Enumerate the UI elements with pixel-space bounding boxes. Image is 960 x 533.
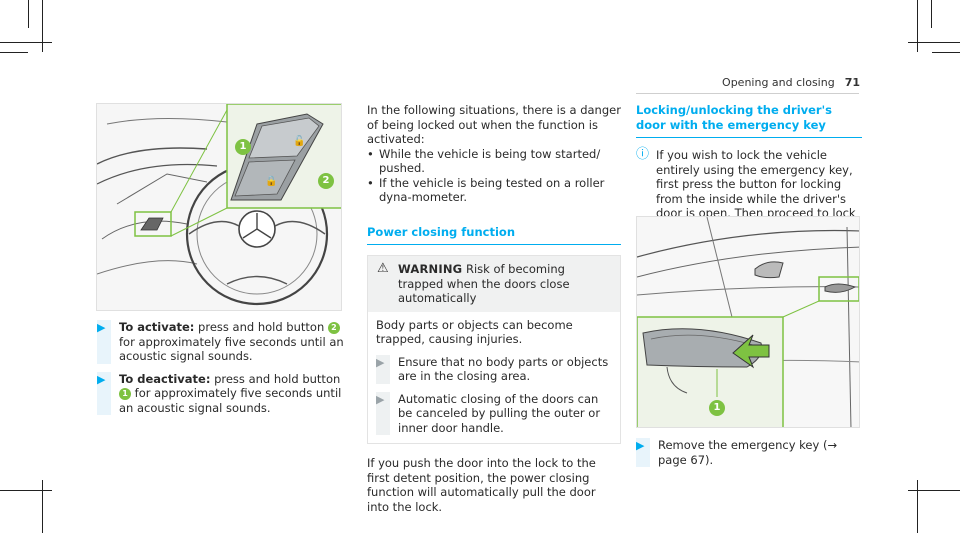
crop-mark xyxy=(0,490,52,491)
step-bar: ▶ xyxy=(636,438,650,467)
step-arrow-icon: ▶ xyxy=(376,392,385,406)
step-deactivate: ▶ To deactivate: press and hold button 1… xyxy=(97,371,347,416)
warning-label: WARNING xyxy=(398,262,463,276)
step-activate: ▶ To activate: press and hold button 2 f… xyxy=(97,320,347,364)
button-number-badge: 1 xyxy=(119,388,131,400)
crop-mark xyxy=(917,480,918,533)
warning-step: ▶ Automatic closing of the doors can be … xyxy=(376,391,612,435)
step-label: To activate: xyxy=(119,320,195,334)
right-step: ▶ Remove the emergency key (→ page 67). xyxy=(636,438,862,467)
svg-text:🔓: 🔓 xyxy=(293,134,305,147)
right-column: Locking/unlocking the driver's door with… xyxy=(636,103,862,250)
step-text-before: press and hold button xyxy=(214,371,341,386)
intro-paragraph: In the following situations, there is a … xyxy=(367,103,621,146)
step-text-after: for approximately five seconds until an … xyxy=(119,334,344,364)
warning-body-text: Body parts or objects can become trapped… xyxy=(376,317,573,347)
crop-mark xyxy=(932,52,960,53)
step-arrow-icon: ▶ xyxy=(97,372,106,386)
step-arrow-icon: ▶ xyxy=(376,355,385,369)
crop-mark xyxy=(931,0,932,28)
crop-mark xyxy=(917,0,918,52)
warning-step: ▶ Ensure that no body parts or objects a… xyxy=(376,354,612,384)
step-arrow-icon: ▶ xyxy=(97,321,106,334)
figure-door-handle-emergency-key: 1 xyxy=(636,216,860,428)
crop-mark xyxy=(0,42,52,43)
step-bar: ▶ xyxy=(376,354,390,384)
crop-mark xyxy=(42,0,43,52)
step-text[interactable]: Remove the emergency key (→ page 67). xyxy=(658,438,838,467)
step-text: Ensure that no body parts or objects are… xyxy=(398,354,609,384)
closing-paragraph: If you push the door into the lock to th… xyxy=(367,456,596,514)
callout-1: 1 xyxy=(235,139,251,155)
crop-mark xyxy=(0,52,28,53)
list-item: If the vehicle is being tested on a roll… xyxy=(367,176,621,205)
crop-mark xyxy=(908,42,960,43)
step-bar: ▶ xyxy=(97,320,111,364)
step-label: To deactivate: xyxy=(119,371,211,386)
crop-mark xyxy=(908,490,960,491)
info-note: ⓘ If you wish to lock the vehicle entire… xyxy=(636,147,862,250)
header-rule xyxy=(636,93,859,94)
info-icon: ⓘ xyxy=(636,147,650,162)
section-rule xyxy=(367,244,621,245)
callout-1: 1 xyxy=(709,400,725,416)
step-text-before: press and hold button xyxy=(198,320,325,334)
warning-header: ⚠ WARNING Risk of becoming trapped when … xyxy=(368,256,620,312)
warning-body: Body parts or objects can become trapped… xyxy=(368,312,620,444)
figure-steering-wheel-buttons: 🔓 🔒 1 2 xyxy=(96,103,342,311)
power-closing-section: Power closing function xyxy=(367,224,621,245)
section-title: Locking/unlocking the driver's door with… xyxy=(636,103,832,132)
illustration-door-handle xyxy=(637,217,859,427)
running-header: Opening and closing 71 xyxy=(722,76,860,89)
list-item: While the vehicle is being tow started/ … xyxy=(367,147,621,176)
section-rule xyxy=(636,137,862,138)
section-title: Power closing function xyxy=(367,224,516,239)
svg-text:🔒: 🔒 xyxy=(265,175,277,187)
crop-mark xyxy=(28,0,29,28)
warning-triangle-icon: ⚠ xyxy=(377,261,389,276)
note-text: If you wish to lock the vehicle entirely… xyxy=(656,148,856,249)
step-arrow-icon: ▶ xyxy=(636,439,645,452)
step-text-after: for approximately five seconds until an … xyxy=(119,386,342,415)
left-column-steps: ▶ To activate: press and hold button 2 f… xyxy=(97,320,347,415)
step-text: To activate: press and hold button 2 for… xyxy=(119,320,347,364)
page-number: 71 xyxy=(844,76,860,89)
step-bar: ▶ xyxy=(97,371,111,415)
step-remove-key: ▶ Remove the emergency key (→ page 67). xyxy=(636,438,862,467)
step-bar: ▶ xyxy=(376,391,390,435)
warning-box: ⚠ WARNING Risk of becoming trapped when … xyxy=(367,255,621,444)
crop-mark xyxy=(42,480,43,533)
header-section: Opening and closing xyxy=(722,76,835,89)
step-text: To deactivate: press and hold button 1 f… xyxy=(119,372,347,416)
illustration-dashboard: 🔓 🔒 xyxy=(97,104,341,310)
warning-head-text: Risk of becoming trapped when the doors … xyxy=(398,262,570,305)
danger-situations-list: While the vehicle is being tow started/ … xyxy=(367,147,621,205)
middle-column: In the following situations, there is a … xyxy=(367,103,621,514)
step-text: Automatic closing of the doors can be ca… xyxy=(398,391,601,435)
button-number-badge: 2 xyxy=(327,322,340,334)
callout-2: 2 xyxy=(318,173,334,189)
